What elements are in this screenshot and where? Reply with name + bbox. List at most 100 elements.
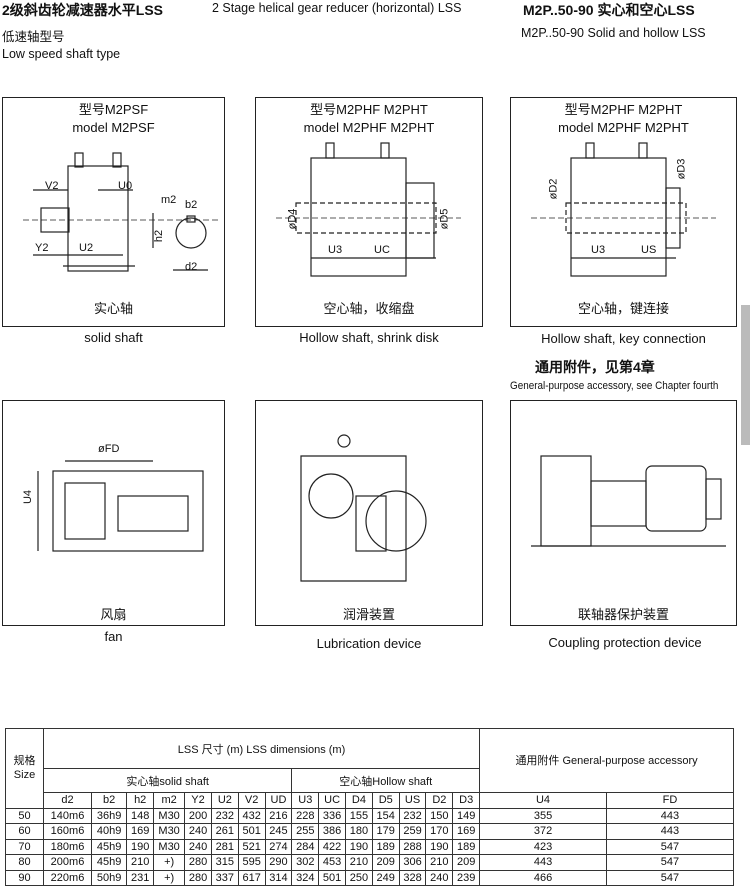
- table-cell: 60: [5, 823, 44, 840]
- dim-label: øD5: [438, 208, 451, 230]
- table-cell: 155: [345, 807, 373, 824]
- table-cell: 216: [264, 807, 293, 824]
- dim-label: UC: [374, 244, 390, 256]
- table-cell: 190: [345, 838, 373, 855]
- subtitle-cn: 低速轴型号: [2, 30, 65, 44]
- table-cell: 337: [210, 869, 239, 886]
- table-cell: 250: [345, 869, 373, 886]
- table-cell: 170: [425, 823, 454, 840]
- table-cell: 422: [318, 838, 346, 855]
- table-cell: 148: [126, 807, 155, 824]
- accessory-header: 通用附件 General-purpose accessory: [479, 728, 734, 793]
- accessory-caption-cn: 风扇: [100, 607, 127, 622]
- table-cell: 290: [264, 854, 293, 871]
- column-header: U2: [210, 792, 239, 809]
- accessory-caption-en: Coupling protection device: [548, 635, 702, 650]
- table-cell: 355: [479, 807, 607, 824]
- panel-lubrication: 润滑装置: [255, 400, 483, 626]
- column-header: h2: [126, 792, 155, 809]
- table-cell: 466: [479, 869, 607, 886]
- panel-caption-cn: 空心轴，键连接: [577, 301, 669, 316]
- table-cell: 328: [398, 869, 427, 886]
- table-cell: 501: [237, 823, 266, 840]
- table-cell: 90: [5, 869, 44, 886]
- panel-caption-cn: 空心轴，收缩盘: [323, 301, 415, 316]
- table-cell: 547: [605, 869, 735, 886]
- table-cell: 209: [452, 854, 481, 871]
- table-cell: 315: [210, 854, 239, 871]
- table-cell: 372: [479, 823, 607, 840]
- right-subtitle: M2P..50-90 Solid and hollow LSS: [521, 26, 706, 40]
- column-header: U4: [479, 792, 607, 809]
- column-header: D4: [345, 792, 373, 809]
- table-cell: 40h9: [90, 823, 128, 840]
- panel-fan: øFD U4 风扇: [2, 400, 225, 626]
- table-cell: 443: [479, 854, 607, 871]
- table-cell: 453: [318, 854, 346, 871]
- table-cell: 210: [126, 854, 155, 871]
- column-header: UC: [318, 792, 346, 809]
- table-cell: 280: [184, 854, 212, 871]
- accessory-heading-en: General-purpose accessory, see Chapter f…: [510, 380, 719, 392]
- table-cell: M30: [153, 823, 186, 840]
- table-cell: 200m6: [43, 854, 92, 871]
- main-header: LSS 尺寸 (m) LSS dimensions (m): [42, 728, 481, 769]
- table-cell: 521: [237, 838, 266, 855]
- column-header: D5: [371, 792, 400, 809]
- hollow-header: 空心轴Hollow shaft: [291, 768, 481, 793]
- table-cell: 169: [452, 823, 481, 840]
- panel-title-cn: 型号M2PSF: [78, 102, 149, 117]
- table-cell: 423: [479, 838, 607, 855]
- hollow-shaft-drawing: [276, 142, 461, 277]
- column-header: b2: [90, 792, 128, 809]
- table-cell: 336: [318, 807, 346, 824]
- table-cell: 239: [452, 869, 481, 886]
- table-cell: 255: [291, 823, 320, 840]
- fan-drawing: [37, 460, 204, 552]
- dim-label: m2: [161, 194, 177, 206]
- scrollbar[interactable]: [741, 305, 750, 445]
- table-cell: 190: [126, 838, 155, 855]
- column-header: d2: [43, 792, 92, 809]
- table-cell: 617: [237, 869, 266, 886]
- column-header: FD: [605, 792, 735, 809]
- dimensions-table: 规格 Size LSS 尺寸 (m) LSS dimensions (m) 通用…: [5, 728, 735, 886]
- table-cell: 189: [452, 838, 481, 855]
- title-en: 2 Stage helical gear reducer (horizontal…: [212, 1, 462, 15]
- dim-label: U3: [328, 244, 343, 256]
- table-cell: 154: [371, 807, 400, 824]
- table-cell: 179: [371, 823, 400, 840]
- table-cell: 228: [291, 807, 320, 824]
- table-cell: 160m6: [43, 823, 92, 840]
- table-cell: 50h9: [90, 869, 128, 886]
- dim-label: U4: [22, 489, 35, 505]
- right-title: M2P..50-90 实心和空心LSS: [523, 2, 695, 18]
- table-cell: 189: [371, 838, 400, 855]
- dim-label: d2: [185, 261, 198, 273]
- table-cell: 150: [425, 807, 454, 824]
- column-header: m2: [153, 792, 186, 809]
- table-cell: +): [153, 869, 186, 886]
- panel-title-cn: 型号M2PHF M2PHT: [564, 102, 683, 117]
- size-header: 规格 Size: [5, 728, 44, 809]
- dim-label: øFD: [98, 443, 120, 455]
- table-cell: 302: [291, 854, 320, 871]
- table-cell: 284: [291, 838, 320, 855]
- table-cell: 240: [184, 823, 212, 840]
- coupling-drawing: [531, 455, 726, 547]
- title-cn: 2级斜齿轮减速器水平LSS: [2, 2, 164, 18]
- table-cell: 200: [184, 807, 212, 824]
- dim-label: V2: [45, 180, 59, 192]
- panel-title-en: model M2PHF M2PHT: [558, 120, 689, 135]
- subtitle-en: Low speed shaft type: [2, 47, 121, 61]
- table-cell: 45h9: [90, 854, 128, 871]
- table-cell: 547: [605, 838, 735, 855]
- column-header: US: [398, 792, 427, 809]
- table-cell: 190: [425, 838, 454, 855]
- table-cell: 443: [605, 823, 735, 840]
- dim-label: U2: [79, 242, 94, 254]
